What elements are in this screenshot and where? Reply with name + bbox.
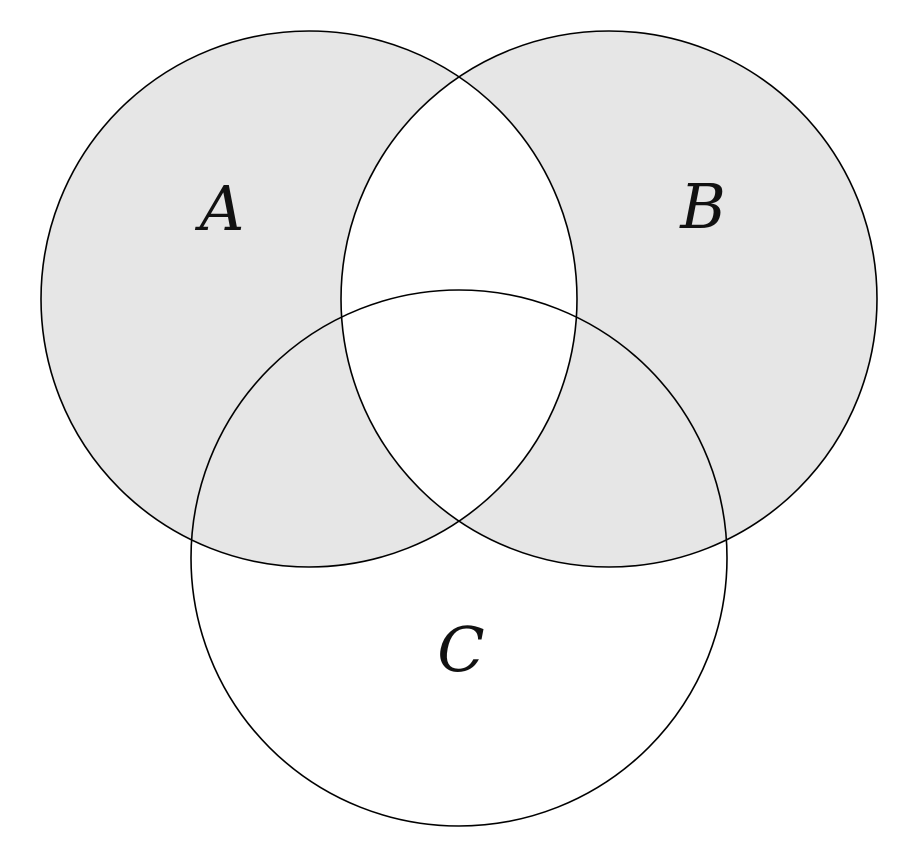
circle-a — [40, 30, 578, 568]
shaded-region-a-symdiff-b — [41, 31, 877, 567]
set-label-b: B — [679, 170, 726, 243]
set-label-a: A — [195, 172, 245, 245]
circle-c — [190, 289, 728, 827]
circle-b — [340, 30, 878, 568]
set-label-c: C — [437, 613, 484, 686]
